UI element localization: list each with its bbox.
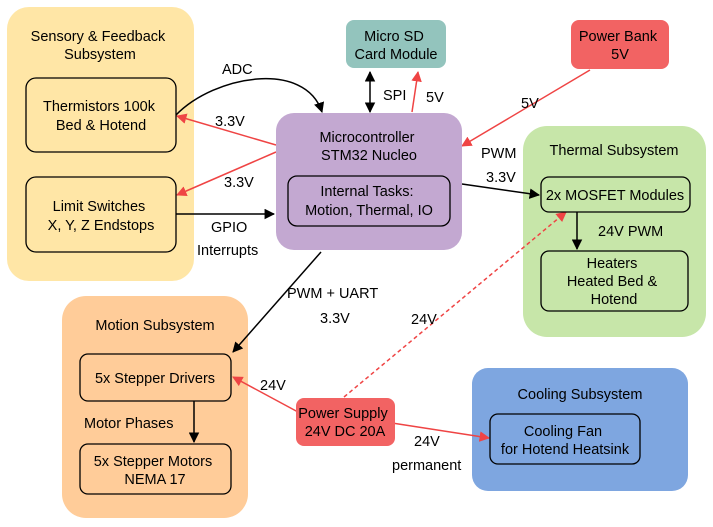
label-gpio: GPIO xyxy=(211,220,247,236)
label-mosfet-3v3: 3.3V xyxy=(486,170,516,186)
label-bank-5v: 5V xyxy=(521,96,539,112)
label-psu-mosfet-24v: 24V xyxy=(411,312,437,328)
node-cooling-fan-text: Cooling Fan for Hotend Heatsink xyxy=(501,424,630,458)
label-psu-drivers-24v: 24V xyxy=(260,378,286,394)
label-spi: SPI xyxy=(383,88,406,104)
group-sensory-title: Sensory & Feedback Subsystem xyxy=(31,29,170,63)
edge-psu-fan-24v xyxy=(391,422,491,442)
node-mosfet-text: 2x MOSFET Modules xyxy=(546,188,684,204)
node-power-bank-text: Power Bank 5V xyxy=(579,29,661,63)
node-power-bank xyxy=(571,20,669,69)
edge-pwm-uart xyxy=(232,251,322,353)
node-thermistors-text: Thermistors 100k Bed & Hotend xyxy=(43,99,159,134)
edge-sd-5v xyxy=(411,70,422,113)
edge-thermistor-3v3 xyxy=(175,113,277,146)
label-interrupts: Interrupts xyxy=(197,243,258,259)
label-pwm-uart: PWM + UART xyxy=(287,286,378,302)
node-internal-tasks-text: Internal Tasks: Motion, Thermal, IO xyxy=(305,184,433,219)
edge-adc xyxy=(175,77,325,116)
label-motion-3v3: 3.3V xyxy=(320,311,350,327)
node-mosfet xyxy=(540,176,691,213)
node-micro-sd-text: Micro SD Card Module xyxy=(354,29,437,63)
node-limit-switches-text: Limit Switches X, Y, Z Endstops xyxy=(48,199,155,234)
label-pwm-top: PWM xyxy=(481,146,516,162)
node-heaters xyxy=(540,250,689,312)
node-micro-sd xyxy=(346,20,446,68)
node-power-supply xyxy=(296,398,395,446)
node-power-supply-text: Power Supply 24V DC 20A xyxy=(298,406,392,440)
group-cooling-title: Cooling Subsystem xyxy=(518,387,643,403)
label-limit-3v3: 3.3V xyxy=(224,175,254,191)
edge-bank-5v xyxy=(461,69,591,147)
group-thermal-title: Thermal Subsystem xyxy=(550,143,679,159)
node-mcu-text: Microcontroller STM32 Nucleo xyxy=(319,130,418,164)
node-stepper-motors xyxy=(79,443,232,495)
edge-psu-mosfet-24v xyxy=(343,211,567,398)
node-thermistors xyxy=(25,77,177,153)
label-sd-5v: 5V xyxy=(426,90,444,106)
edge-psu-drivers-24v xyxy=(232,376,299,413)
label-psu-fan-24v: 24V xyxy=(414,434,440,450)
edge-limit-3v3 xyxy=(176,151,277,197)
edge-mosfet-3v3 xyxy=(461,183,541,199)
label-permanent: permanent xyxy=(392,458,461,474)
node-stepper-drivers-text: 5x Stepper Drivers xyxy=(95,371,215,387)
node-internal-tasks xyxy=(287,175,451,227)
label-thermistor-3v3: 3.3V xyxy=(215,114,245,130)
label-motor-phases: Motor Phases xyxy=(84,416,173,432)
node-cooling-fan xyxy=(489,413,641,465)
node-heaters-text: Heaters Heated Bed & Hotend xyxy=(567,256,661,308)
node-stepper-drivers xyxy=(79,353,232,402)
label-pwm-24v: 24V PWM xyxy=(598,224,663,240)
node-stepper-motors-text: 5x Stepper Motors NEMA 17 xyxy=(94,454,217,488)
node-limit-switches xyxy=(25,176,177,253)
group-motion-title: Motion Subsystem xyxy=(95,318,214,334)
label-adc: ADC xyxy=(222,62,253,78)
